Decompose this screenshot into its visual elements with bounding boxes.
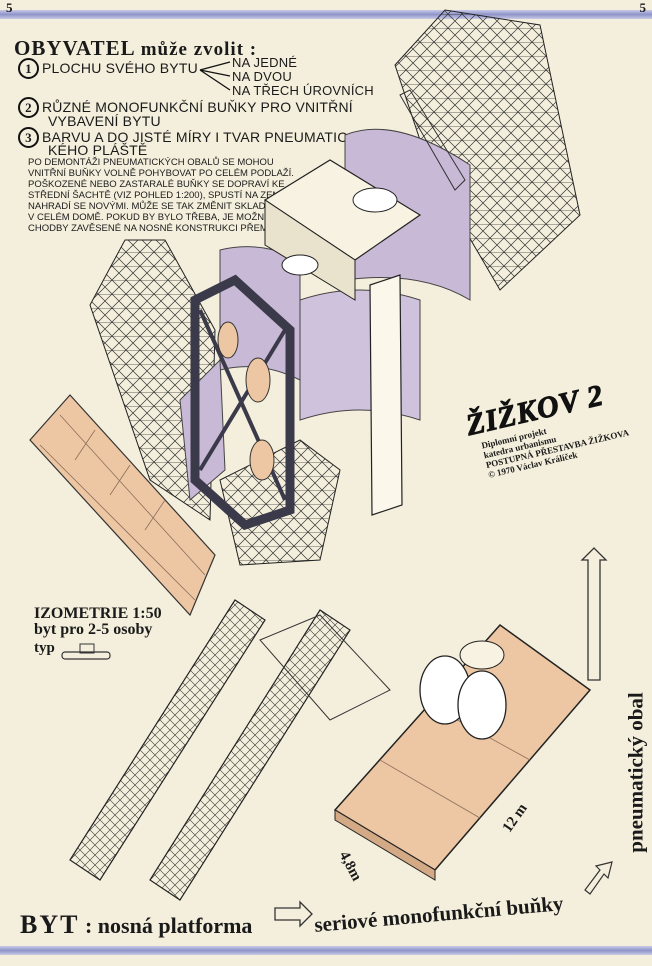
diagonal-arrow-icon [584, 861, 613, 895]
demontaz-note: PO DEMONTÁŽI PNEUMATICKÝCH OBALŮ SE MOHO… [28, 157, 307, 234]
page-number-left: 5 [6, 0, 13, 15]
title-rest: může zvolit : [140, 39, 258, 60]
porthole-1 [245, 357, 271, 403]
typ-symbol [61, 651, 111, 660]
glazed-enclosure [29, 394, 216, 617]
vertical-shaft [369, 274, 403, 516]
option-3-text: BARVU A DO JISTÉ MÍRY I TVAR PNEUMATIC [42, 129, 348, 145]
bottom-border-band [0, 946, 652, 955]
platform-truss-front [69, 599, 266, 881]
option-3-text-cont: KÉHO PLÁŠTĚ [48, 142, 148, 158]
option-1-branch-3: NA TŘECH ÚROVNÍCH [232, 83, 374, 98]
corridor-strip [399, 89, 466, 191]
cylinder-cell-top [352, 187, 398, 213]
option-2-number: 2 [18, 97, 39, 118]
option-1-number: 1 [18, 58, 39, 79]
option-2-text-cont: VYBAVENÍ BYTU [48, 113, 161, 129]
option-2-text: RŮZNÉ MONOFUNKČNÍ BUŇKY PRO VNITŘNÍ [42, 99, 353, 115]
title-main: OBYVATEL [14, 36, 135, 60]
porthole-2 [249, 439, 275, 481]
option-1-branch-1: NA JEDNÉ [232, 55, 298, 70]
lower-truss-wing [219, 439, 341, 566]
cylinder-cell-middle [281, 254, 319, 276]
platform-deck-edge [334, 809, 436, 881]
branch-lines [199, 61, 231, 91]
cell-top [459, 640, 505, 670]
top-border-band [0, 10, 652, 19]
izometrie-occupancy: byt pro 2-5 osoby [34, 621, 153, 638]
footer-arrow-icon [274, 900, 313, 928]
dark-frame-panel [190, 274, 295, 531]
header-title: OBYVATEL může zvolit : [14, 36, 257, 61]
monofunctional-cell-2 [457, 670, 507, 740]
platform-cross-frame [259, 614, 391, 721]
footer-platform: : nosná platforma [84, 913, 253, 938]
housing-wall [264, 199, 356, 301]
up-arrow-icon [580, 547, 608, 681]
left-truss-wing [89, 239, 216, 521]
platform-truss-rear [149, 609, 351, 901]
footer-byt: BYT [20, 910, 80, 939]
option-1-text: PLOCHU SVÉHO BYTU [42, 60, 198, 76]
option-1-branch-2: NA DVOU [232, 69, 292, 84]
pneumatic-envelope-bottom [299, 289, 421, 421]
option-3-number: 3 [18, 127, 39, 148]
page-number-right: 5 [639, 0, 647, 15]
footer-left: BYT : nosná platforma [20, 910, 252, 940]
izometrie-typ: typ [34, 640, 55, 656]
izometrie-scale: IZOMETRIE 1:50 [34, 605, 162, 622]
porthole-3 [217, 321, 239, 359]
